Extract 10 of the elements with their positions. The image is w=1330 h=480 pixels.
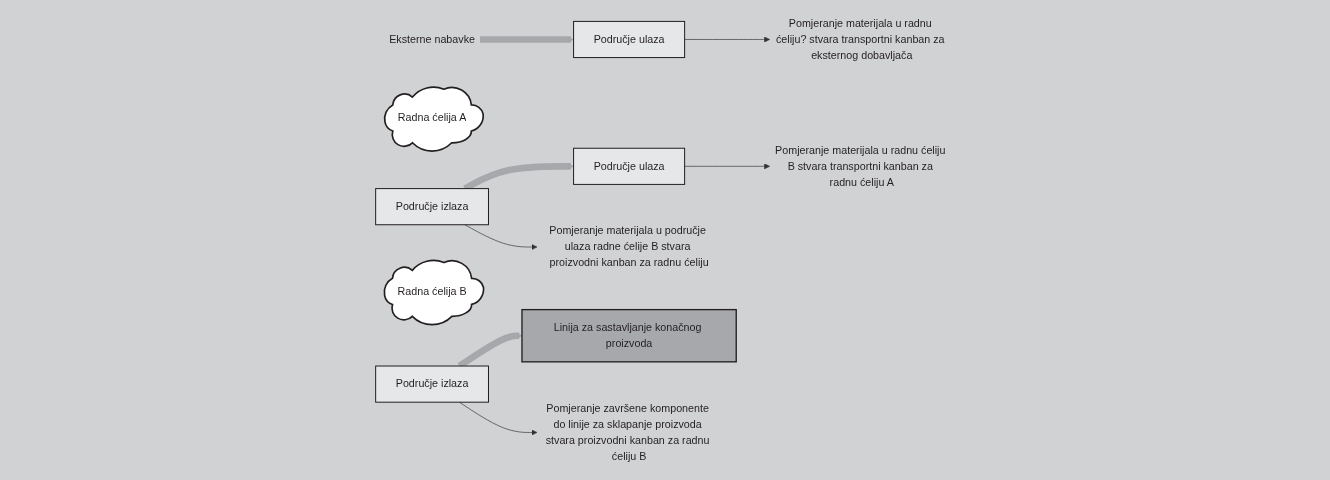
node-box: Područje izlaza [375,365,490,403]
node-box: Područje ulaza [573,20,686,59]
node-box: Područje ulaza [573,147,686,185]
node-text: Pomjeranje završene komponente do linije za sklapanje proizvoda stvara proizvodni kanban za radnu ćeliju B [545,402,710,462]
node-box: Područje izlaza [375,188,490,226]
node-text: Eksterne nabavke [389,33,476,45]
node-text: Pomjeranje materijala u radnu ćeliju B stvara transportni kanban za radnu ćeliju A [775,144,946,188]
node-box: Linija za sastavljanje konačnog proizvoda [521,308,738,363]
node-text: Pomjeranje materijala u područje ulaza radne ćelije B stvara proizvodni kanban za radnu ćeliju [549,224,709,269]
node-text: Pomjeranje materijala u radnu ćeliju? stvara transportni kanban za eksternog dobavljača [776,17,945,61]
